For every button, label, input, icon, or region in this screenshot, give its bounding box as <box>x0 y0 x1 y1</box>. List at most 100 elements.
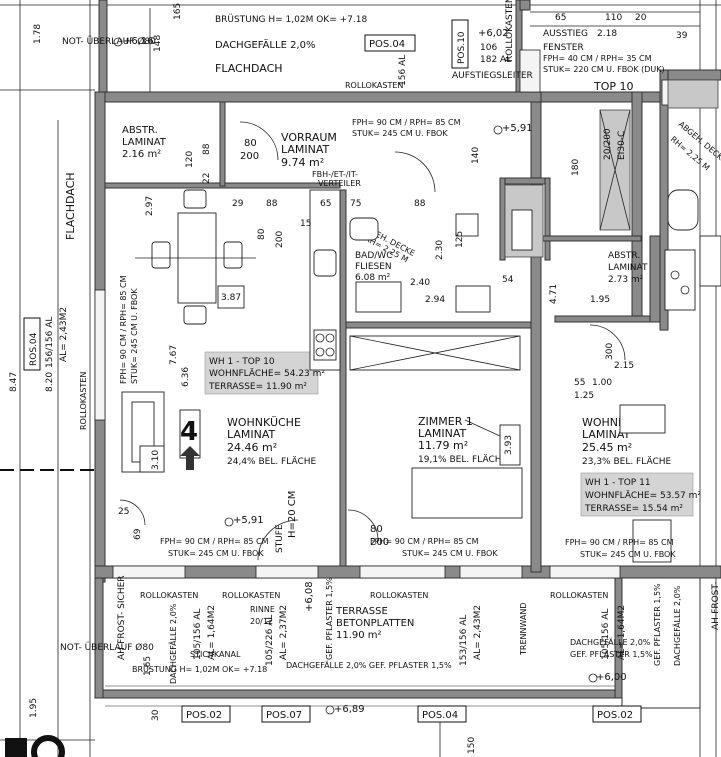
left-al-156: 156/156 AL <box>45 317 55 368</box>
al-105-156-r: 105/156 AL <box>601 609 611 660</box>
pos-04-top: POS.04 <box>369 39 405 50</box>
dim-125: 125 <box>455 231 465 248</box>
al-105-226: 105/226 AL <box>265 615 275 666</box>
wh11-terrasse: TERRASSE= 15.54 m² <box>584 504 683 514</box>
wohnkueche-left-area: 24.46 m² <box>227 441 277 454</box>
dim-218: 2.18 <box>597 29 617 39</box>
dim-215: 2.15 <box>614 361 634 371</box>
dim-54: 54 <box>502 275 514 285</box>
al-105-156: 105/156 AL <box>193 609 203 660</box>
door-mid-stuk: STUK= 245 CM U. FBOK <box>402 549 498 558</box>
pos-02-a: POS.02 <box>186 710 222 721</box>
rollokasten-b: ROLLOKASTEN <box>222 591 280 600</box>
dim-110: 110 <box>605 13 622 23</box>
roof-top-area: BRÜSTUNG H= 1,02M OK= +7.18 DACHGEFÄLLE … <box>123 0 700 93</box>
rollokasten-d: ROLLOKASTEN <box>550 591 608 600</box>
verteiler: VERTEILER <box>318 179 361 188</box>
wh11-title: WH 1 - TOP 11 <box>585 478 651 488</box>
step-number-4: 4 <box>180 417 198 447</box>
vorraum-area: 9.74 m² <box>281 156 324 169</box>
dim-80-zimmer: 80 <box>370 524 383 535</box>
wohnkueche-right-share: 23,3% BEL. FLÄCHE <box>582 456 671 467</box>
dim-195-left: 1.95 <box>29 698 39 718</box>
zimmer-share: 19,1% BEL. FLÄCHE <box>418 454 507 465</box>
dim-88-b: 88 <box>266 199 278 209</box>
rollokasten-top: ROLLOKASTEN <box>345 81 403 90</box>
dim-200-a: 200 <box>240 151 259 162</box>
dim-80-a: 80 <box>244 138 257 149</box>
wh10-title: WH 1 - TOP 10 <box>209 357 275 367</box>
not-ueberlauf-top: NOT- ÜBERLAUF Ø80 <box>62 36 156 47</box>
fbh-et: FBH-/ET-/IT- <box>312 170 358 179</box>
door-right-stuk: STUK= 245 CM U. FBOK <box>580 550 676 559</box>
dim-178: 1.78 <box>33 24 43 44</box>
dim-393: 3.93 <box>504 435 514 455</box>
dim-165-bottom: 1.65 <box>143 656 153 676</box>
dim-820: 8.20 <box>45 372 55 392</box>
left-flachdach: FLACHDACH <box>64 172 77 240</box>
stufe-height: H=20 CM <box>287 491 298 538</box>
dim-88-c: 88 <box>414 199 426 209</box>
abstr-left-floor: LAMINAT <box>122 137 167 148</box>
level-591-top: +5,91 <box>502 123 533 134</box>
dim-39: 39 <box>676 31 688 41</box>
al-237: AL= 2,37M2 <box>279 605 289 660</box>
bad-area: 6.08 m² <box>355 273 391 283</box>
wohnkueche-left-name: WOHNKÜCHE <box>227 416 301 429</box>
bed <box>411 467 523 519</box>
left-strip: NOT- ÜBERLAUF Ø80 1.78 FLACHDACH ROS.04 … <box>9 24 156 718</box>
terrasse-area: 11.90 m² <box>336 630 382 641</box>
dim-20-200: 20/200 <box>603 128 613 160</box>
dim-310: 3.10 <box>151 450 161 470</box>
bad-floor: FLIESEN <box>355 262 392 272</box>
rinne: RINNE <box>250 605 275 614</box>
terrasse-label: TERRASSE <box>335 606 388 617</box>
window-left-fph: FPH= 90 CM / RPH= 85 CM <box>119 275 128 384</box>
dim-240: 2.40 <box>410 278 430 288</box>
dim-20-top: 20 <box>635 13 647 23</box>
vorraum-door: FPH= 90 CM / RPH= 85 CM <box>352 118 461 127</box>
pos-02-b: POS.02 <box>597 710 633 721</box>
wh10-terrasse: TERRASSE= 11.90 m² <box>208 382 307 392</box>
dim-100: 1.00 <box>592 378 612 388</box>
door-right-fph: FPH= 90 CM / RPH= 85 CM <box>565 538 674 547</box>
zimmer-area: 11.79 m² <box>418 439 468 452</box>
dim-387: 3.87 <box>221 293 241 303</box>
gef-pflaster: GEF. PFLASTER 1,5% <box>325 577 334 660</box>
window-left-stuk: STUK= 245 CM U. FBOK <box>130 288 139 384</box>
dim-180: 180 <box>571 159 581 176</box>
al-153-156: 153/156 AL <box>459 615 469 666</box>
al-243-bottom: AL= 2,43M2 <box>473 605 483 660</box>
abstr-right-area: 2.73 m² <box>608 275 644 285</box>
door-bottom-left-stuk: STUK= 245 CM U. FBOK <box>168 549 264 558</box>
dim-88-a: 88 <box>202 143 212 155</box>
dim-767: 7.67 <box>169 345 179 365</box>
pos-04-bottom: POS.04 <box>422 710 458 721</box>
ei30c: EI30-C <box>617 131 627 160</box>
vorraum-name: VORRAUM <box>281 131 337 144</box>
dim-230: 2.30 <box>435 240 445 260</box>
pos-10: POS.10 <box>457 31 467 64</box>
roof-brustung: BRÜSTUNG H= 1,02M OK= +7.18 <box>215 14 367 25</box>
dachgefaelle-right: DACHGEFÄLLE 2,0% <box>570 637 651 647</box>
betonplatten: BETONPLATTEN <box>336 618 414 629</box>
dim-69: 69 <box>133 528 143 540</box>
area-callouts: WH 1 - TOP 10 WOHNFLÄCHE= 54.23 m² TERRA… <box>204 351 701 517</box>
dim-65-top: 65 <box>555 13 566 23</box>
zimmer-floor: LAMINAT <box>418 427 467 440</box>
ah-frost-right: AH-FROST- <box>711 582 721 630</box>
ausstieg: AUSSTIEG <box>543 29 588 39</box>
dim-15: 15 <box>300 219 311 229</box>
door-mid-fph: FPH= 90 CM / RPH= 85 CM <box>370 537 479 546</box>
dachgefaelle-left: DACHGEFÄLLE 2,0% <box>168 603 178 684</box>
level-616: +6,16 <box>123 36 154 47</box>
rollokasten-c: ROLLOKASTEN <box>370 591 428 600</box>
level-600: +6,00 <box>596 672 627 683</box>
zimmer-name: ZIMMER 1 <box>418 415 473 428</box>
dim-140: 140 <box>471 147 481 164</box>
abstr-right-floor: LAMINAT <box>608 263 648 273</box>
dim-200-zimmer: 200 <box>370 537 389 548</box>
abstr-left-name: ABSTR. <box>122 125 158 136</box>
